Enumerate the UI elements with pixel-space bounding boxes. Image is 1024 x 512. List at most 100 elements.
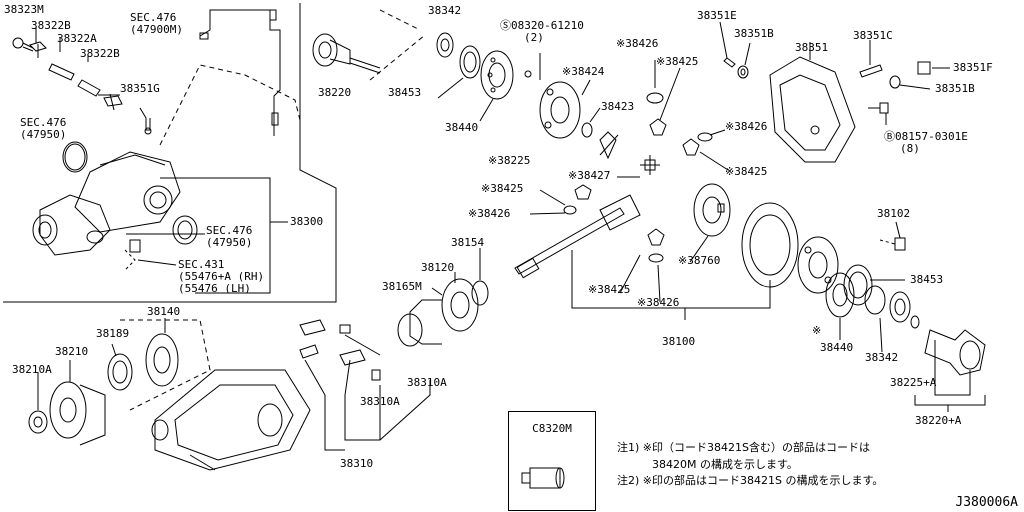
label-38425-b: ※38425 bbox=[725, 165, 768, 178]
label-38140: 38140 bbox=[147, 305, 181, 318]
label-38300: 38300 bbox=[290, 215, 324, 228]
seal-38189-shape bbox=[107, 353, 133, 391]
carrier-right-shape bbox=[797, 236, 839, 294]
label-sec476-top-ref: (47900M) bbox=[130, 23, 183, 36]
label-38351b-a: 38351B bbox=[734, 27, 774, 40]
label-38120: 38120 bbox=[421, 261, 455, 274]
washer-38351b-b-shape bbox=[889, 75, 901, 89]
label-sec431: SEC.431 bbox=[178, 258, 225, 271]
label-38310a-b: 38310A bbox=[360, 395, 400, 408]
label-38351c: 38351C bbox=[853, 29, 893, 42]
label-bolt-08157: Ⓑ08157-0301E bbox=[884, 131, 968, 143]
label-38426-d: ※38426 bbox=[637, 296, 680, 309]
bolt-08157-number: 08157-0301E bbox=[895, 130, 968, 143]
tool-c8320m-shape bbox=[521, 467, 565, 489]
label-bolt-08320-qty: (2) bbox=[524, 31, 544, 44]
label-38351g: 38351G bbox=[120, 82, 160, 95]
label-sec476-mid: SEC.476 bbox=[206, 224, 253, 237]
label-38427: ※38427 bbox=[568, 169, 611, 182]
diff-case-38424-shape bbox=[524, 53, 581, 139]
spacer-38165m-shape bbox=[397, 313, 423, 347]
label-38760: ※38760 bbox=[678, 254, 721, 267]
leader-lines-38100 bbox=[529, 189, 771, 320]
label-38426-b: ※38426 bbox=[725, 120, 768, 133]
label-38225a: 38225+A bbox=[890, 376, 937, 389]
gear-38425-c-shape bbox=[574, 184, 592, 200]
label-38440-top: 38440 bbox=[445, 121, 479, 134]
bearing-38120-shape bbox=[409, 278, 479, 345]
tool-box-label: C8320M bbox=[532, 422, 572, 435]
diff-assembly-38300-shape bbox=[32, 143, 198, 271]
bolt-08157-shape bbox=[868, 102, 889, 114]
bolt-38323m-shape bbox=[12, 37, 34, 52]
breather-38351g-shape bbox=[139, 107, 152, 135]
seal-38342-top-shape bbox=[436, 32, 454, 58]
flange-38220a-shape bbox=[924, 329, 986, 376]
label-38322a: 38322A bbox=[57, 32, 97, 45]
plug-38351f-shape bbox=[917, 61, 931, 75]
seal-47950-left-shape bbox=[62, 141, 88, 173]
label-38100: 38100 bbox=[662, 335, 696, 348]
label-bolt-08157-qty: (8) bbox=[900, 142, 920, 155]
label-38220a: 38220+A bbox=[915, 414, 962, 427]
seal-38342-right-shape bbox=[864, 285, 920, 329]
diagram-id: J380006A bbox=[955, 495, 1018, 510]
pinion-flange-38220-shape bbox=[312, 9, 426, 81]
label-38322b-a: 38322B bbox=[31, 19, 71, 32]
label-38323m: 38323M bbox=[4, 3, 44, 16]
pinion-gear-38425-a-shape bbox=[649, 118, 667, 136]
label-38426-a: ※38426 bbox=[616, 37, 659, 50]
label-sec431-lh: (55476 (LH) bbox=[178, 282, 251, 295]
hose-38322b-shape bbox=[77, 79, 101, 97]
label-38310a-a: 38310A bbox=[407, 376, 447, 389]
label-38210a: 38210A bbox=[12, 363, 52, 376]
b-circle-mark: Ⓑ bbox=[884, 130, 895, 143]
label-38102: 38102 bbox=[877, 207, 911, 220]
label-38426-c: ※38426 bbox=[468, 207, 511, 220]
label-38351: 38351 bbox=[795, 41, 829, 54]
pinion-gear-38425-b-shape bbox=[682, 138, 700, 156]
leader-38453-38440 bbox=[437, 77, 494, 122]
bearing-38154-shape bbox=[471, 280, 489, 306]
label-38351b-b: 38351B bbox=[935, 82, 975, 95]
label-38154: 38154 bbox=[451, 236, 485, 249]
cap-38310a-shape bbox=[299, 319, 366, 366]
clip-38322b-shape bbox=[29, 41, 47, 58]
bearing-38140-shape bbox=[120, 319, 211, 411]
bearing-38440-top-shape bbox=[480, 50, 514, 100]
label-sec476-left: SEC.476 bbox=[20, 116, 67, 129]
label-sec431-rh: (55476+A (RH) bbox=[178, 270, 265, 283]
bolt-08320-number: 08320-61210 bbox=[511, 19, 584, 32]
s-circle-mark: Ⓢ bbox=[500, 19, 511, 32]
label-sec476-top: SEC.476 bbox=[130, 11, 177, 24]
note-1-line-2: 38420M の構成を示します。 bbox=[652, 458, 798, 471]
label-38342-top: 38342 bbox=[428, 4, 462, 17]
label-38424: ※38424 bbox=[562, 65, 605, 78]
label-38220: 38220 bbox=[318, 86, 352, 99]
label-38351f: 38351F bbox=[953, 61, 993, 74]
carrier-38310-shape bbox=[151, 369, 311, 471]
label-38351e: 38351E bbox=[697, 9, 737, 22]
leader-lines-case bbox=[581, 60, 729, 178]
label-38165m: 38165M bbox=[382, 280, 422, 293]
washer-38351b-a-shape bbox=[737, 65, 749, 79]
spacer-38453-right-shape bbox=[843, 264, 873, 306]
label-38423: 38423 bbox=[601, 100, 635, 113]
rear-cover-38351-shape bbox=[769, 56, 856, 163]
label-38425-a: ※38425 bbox=[656, 55, 699, 68]
thrust-washer-38426-a-shape bbox=[646, 92, 664, 104]
gear-38425-d-shape bbox=[647, 228, 665, 246]
label-38440-right: 38440 bbox=[820, 341, 854, 354]
label-38453-top: 38453 bbox=[388, 86, 422, 99]
clip-38351g-shape bbox=[103, 93, 123, 111]
leader-lines-cover bbox=[719, 21, 950, 125]
label-38425-c: ※38425 bbox=[481, 182, 524, 195]
side-gear-38425-shape bbox=[599, 131, 617, 160]
label-38189: 38189 bbox=[96, 327, 130, 340]
label-sec476-mid-ref: (47950) bbox=[206, 236, 253, 249]
leader-lines-38154 bbox=[431, 248, 481, 296]
spacer-38453-top-shape bbox=[459, 45, 481, 79]
washer-38426-c-shape bbox=[563, 205, 577, 215]
